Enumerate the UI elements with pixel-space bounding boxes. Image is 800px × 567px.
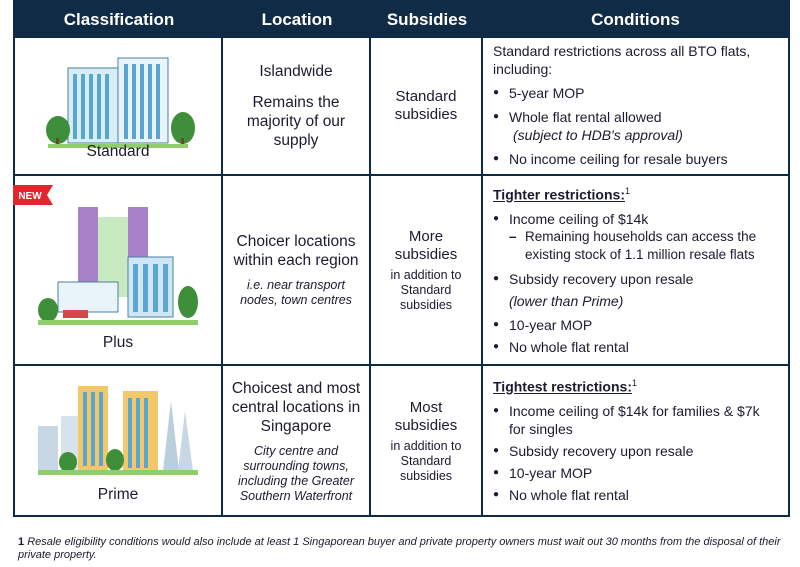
grid-line xyxy=(221,2,223,515)
footnote-ref: 1 xyxy=(632,378,638,388)
new-badge: NEW xyxy=(13,185,53,205)
row-standard-location: Islandwide Remains the majority of our s… xyxy=(223,38,369,174)
location-text: Islandwide xyxy=(259,63,333,80)
location-subtext: City centre and surrounding towns, inclu… xyxy=(237,443,355,503)
subsidies-subtext: in addition to Standard subsidies xyxy=(390,267,462,312)
row-plus-conditions: Tighter restrictions:1 Income ceiling of… xyxy=(493,182,783,356)
classification-label: Plus xyxy=(102,334,134,351)
grid-line xyxy=(15,174,788,176)
condition-item: Whole flat rental allowed xyxy=(493,108,783,126)
location-subtext: i.e. near transport nodes, town centres xyxy=(240,278,352,307)
header-classification: Classification xyxy=(63,10,175,29)
conditions-title: Tighter restrictions: xyxy=(493,186,625,203)
prime-building-illustration xyxy=(38,386,198,475)
condition-note: (lower than Prime) xyxy=(509,292,624,309)
condition-item: Income ceiling of $14k for families & $7… xyxy=(493,402,778,438)
header-conditions: Conditions xyxy=(591,10,680,29)
subsidies-subtext: in addition to Standard subsidies xyxy=(390,438,462,483)
classification-table: Classification Location Subsidies Condit… xyxy=(13,0,790,517)
row-plus-classification: Plus xyxy=(15,176,221,364)
row-standard-subsidies: Standard subsidies xyxy=(371,38,481,174)
row-plus-location: Choicer locations within each region i.e… xyxy=(223,176,369,364)
footnote-ref: 1 xyxy=(625,186,631,196)
condition-item: Subsidy recovery upon resale xyxy=(493,270,783,288)
classification-label: Prime xyxy=(97,486,139,503)
row-prime-location: Choicest and most central locations in S… xyxy=(223,366,369,516)
condition-item: No whole flat rental xyxy=(493,338,783,356)
condition-note: (subject to HDB's approval) xyxy=(513,127,683,143)
location-text: Remains the majority of our supply xyxy=(246,94,346,149)
grid-line xyxy=(15,364,788,366)
footnote-text: Resale eligibility conditions would also… xyxy=(18,536,781,561)
subsidies-text: Most subsidies xyxy=(394,398,458,434)
row-standard-classification: Standard xyxy=(15,38,221,174)
footnote: 1 Resale eligibility conditions would al… xyxy=(18,536,788,562)
row-standard-conditions: Standard restrictions across all BTO fla… xyxy=(493,42,783,168)
condition-item: 5-year MOP xyxy=(493,84,783,102)
conditions-title: Tightest restrictions: xyxy=(493,378,632,395)
condition-item: Subsidy recovery upon resale xyxy=(493,442,778,460)
grid-line xyxy=(369,2,371,515)
row-prime-conditions: Tightest restrictions:1 Income ceiling o… xyxy=(493,374,778,504)
footnote-number: 1 xyxy=(18,536,25,548)
condition-item: 10-year MOP xyxy=(493,316,783,334)
subsidies-text: Standard subsidies xyxy=(394,88,458,123)
standard-building-illustration xyxy=(46,57,195,148)
plus-building-illustration xyxy=(38,207,198,325)
location-text: Choicer locations within each region xyxy=(233,233,359,269)
condition-subitem: Remaining households can access the exis… xyxy=(493,228,783,264)
row-prime-classification: Prime xyxy=(15,366,221,516)
grid-line xyxy=(481,2,483,515)
subsidies-text: More subsidies xyxy=(394,227,458,263)
condition-item: 10-year MOP xyxy=(493,464,778,482)
header-subsidies: Subsidies xyxy=(386,10,468,29)
condition-item: Income ceiling of $14k xyxy=(493,210,783,228)
location-text: Choicest and most central locations in S… xyxy=(231,379,361,435)
row-prime-subsidies: Most subsidies in addition to Standard s… xyxy=(371,366,481,516)
conditions-intro: Standard restrictions across all BTO fla… xyxy=(493,43,751,77)
new-badge-label: NEW xyxy=(18,191,42,202)
classification-label: Standard xyxy=(86,143,150,160)
table-header: Classification Location Subsidies Condit… xyxy=(15,2,788,38)
condition-item: No whole flat rental xyxy=(493,486,778,504)
condition-item: No income ceiling for resale buyers xyxy=(493,150,783,168)
row-plus-subsidies: More subsidies in addition to Standard s… xyxy=(371,176,481,364)
header-location: Location xyxy=(261,10,333,29)
